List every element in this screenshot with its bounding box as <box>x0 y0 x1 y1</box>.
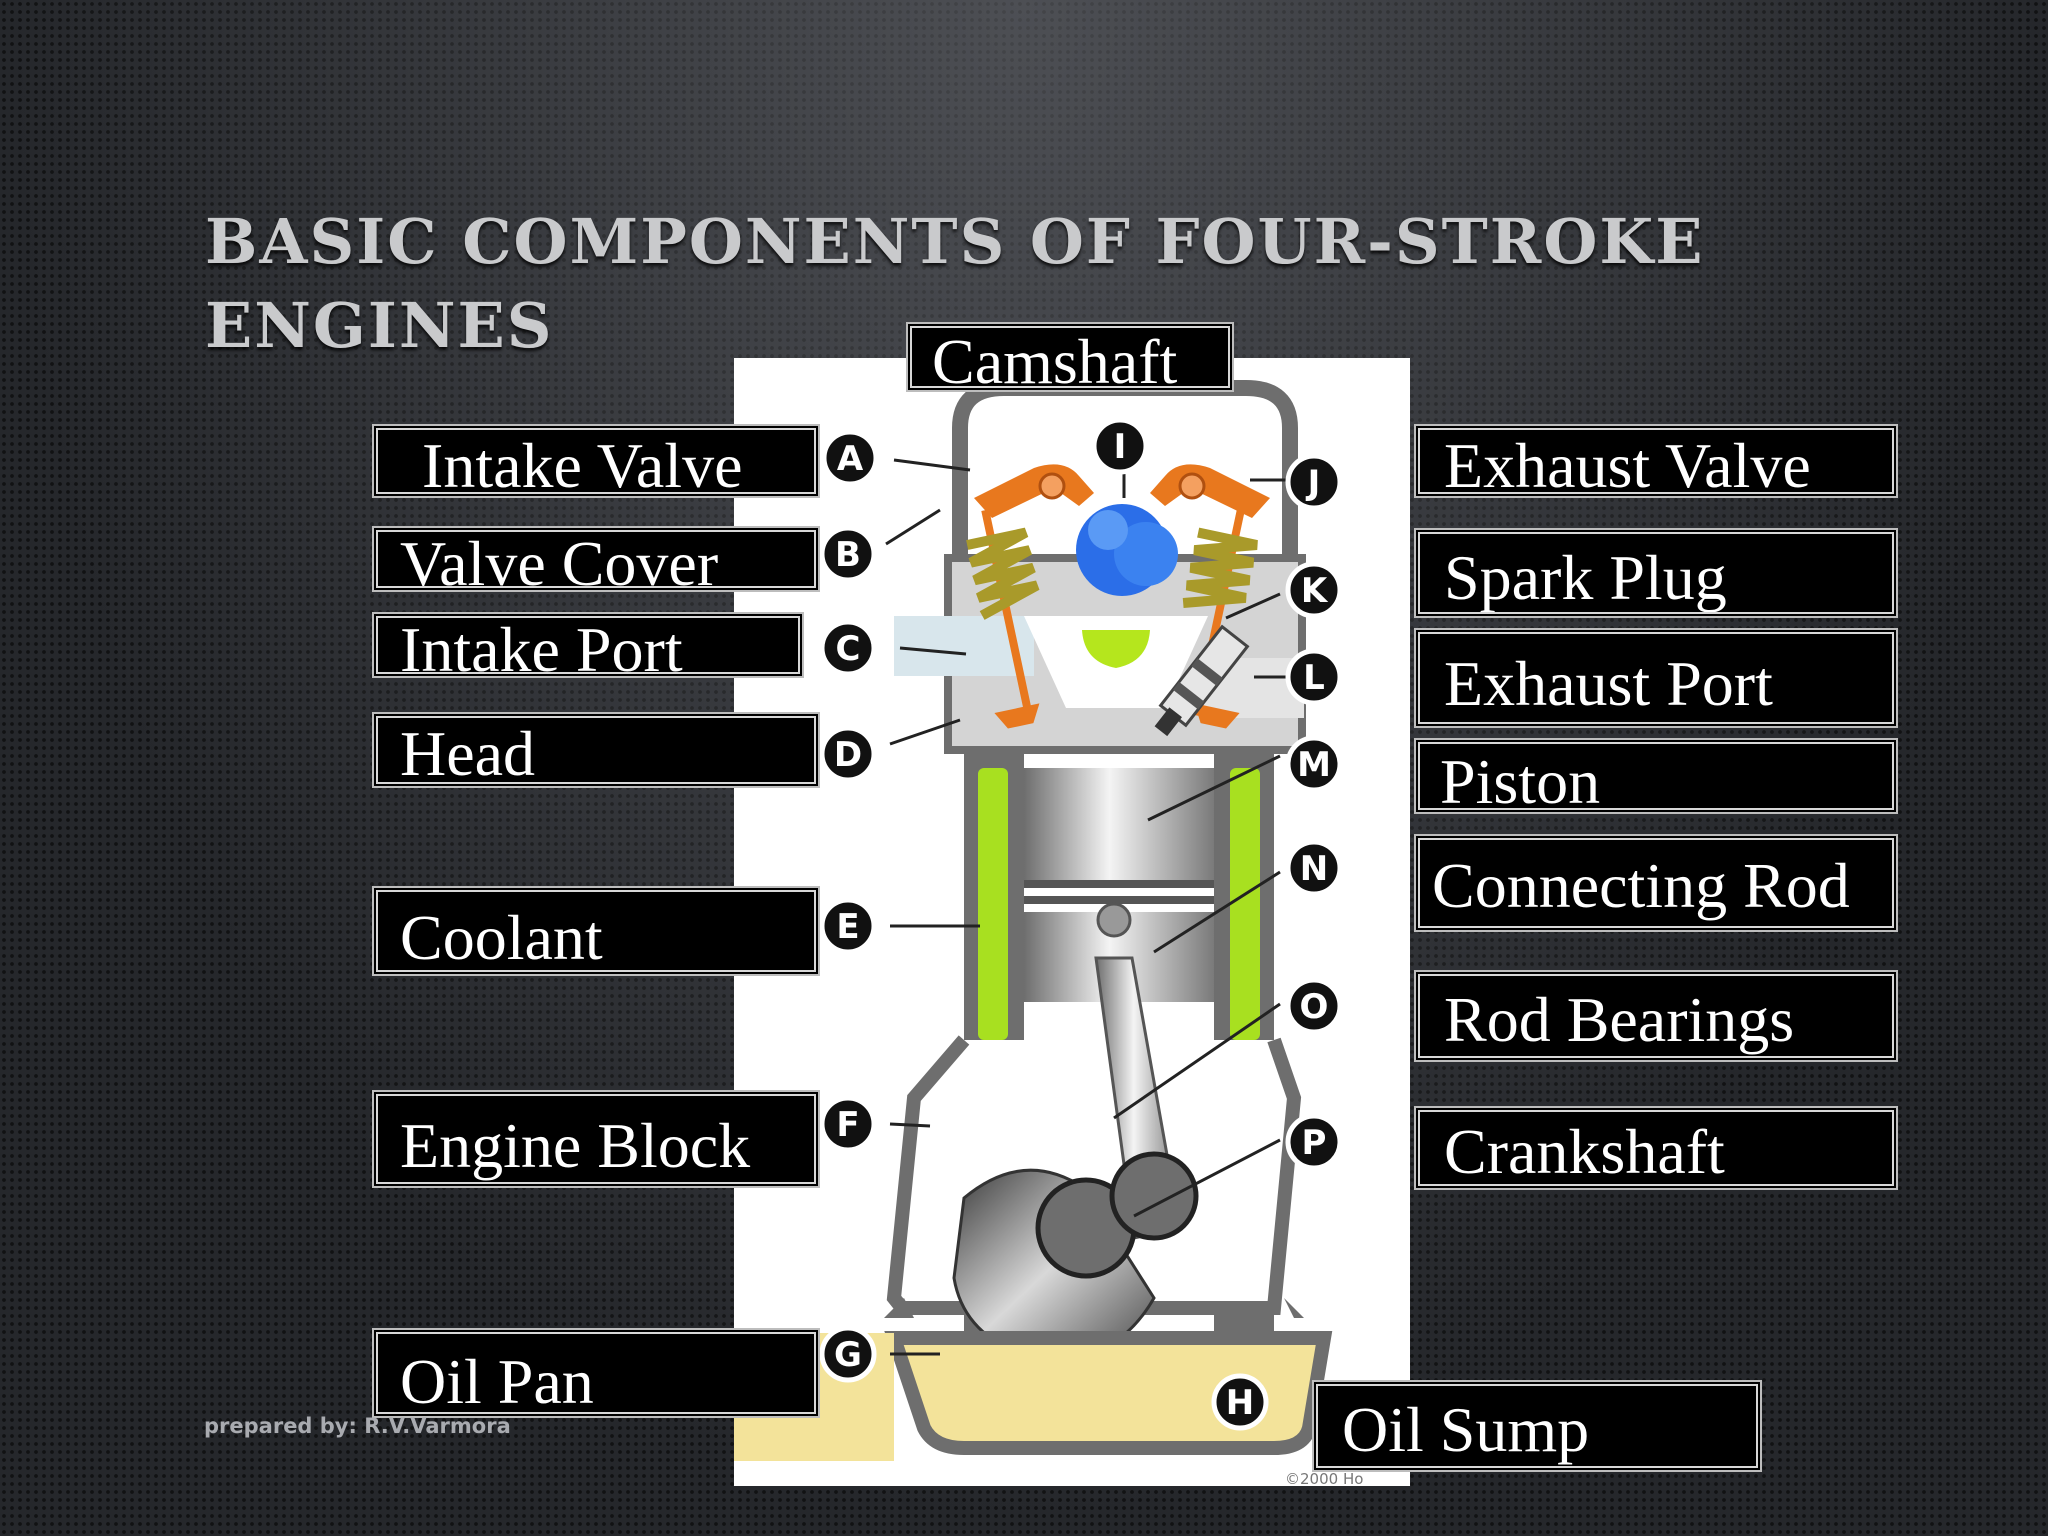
spark-plug-shape <box>1154 624 1250 737</box>
label-camshaft: Camshaft <box>910 326 1230 388</box>
svg-text:K: K <box>1301 571 1329 611</box>
svg-text:G: G <box>834 1335 862 1375</box>
marker-g: G <box>819 1325 877 1383</box>
marker-f: F <box>819 1095 877 1153</box>
label-crankshaft: Crankshaft <box>1418 1110 1894 1186</box>
label-oil-pan: Oil Pan <box>376 1332 816 1414</box>
intake-rocker-arm <box>974 464 1094 518</box>
label-coolant: Coolant <box>376 890 816 972</box>
svg-text:E: E <box>836 907 859 947</box>
leader-lines <box>885 440 1288 1356</box>
label-exhaust-valve: Exhaust Valve <box>1418 428 1894 494</box>
copyright-text: ©2000 Ho <box>1285 1470 1364 1488</box>
marker-h: H <box>1211 1373 1269 1431</box>
label-piston: Piston <box>1418 742 1894 810</box>
marker-b: B <box>819 525 877 583</box>
svg-text:O: O <box>1300 987 1329 1027</box>
valve-cover-shape <box>952 380 1298 558</box>
marker-n: N <box>1285 839 1343 897</box>
engine-cutaway-diagram: A B C D E F G H I J K L M N O P <box>734 358 1410 1486</box>
label-rod-bearings: Rod Bearings <box>1418 974 1894 1058</box>
label-oil-sump: Oil Sump <box>1316 1384 1758 1468</box>
label-engine-block: Engine Block <box>376 1094 816 1184</box>
svg-text:L: L <box>1303 658 1325 698</box>
marker-c: C <box>819 619 877 677</box>
right-coolant-jacket <box>1230 768 1260 1040</box>
svg-text:J: J <box>1306 463 1321 503</box>
svg-text:C: C <box>836 629 861 669</box>
exhaust-rocker-arm <box>1150 464 1270 518</box>
marker-e: E <box>819 897 877 955</box>
label-exhaust-port: Exhaust Port <box>1418 632 1894 724</box>
marker-a: A <box>821 429 879 487</box>
label-connecting-rod: Connecting Rod <box>1418 838 1894 928</box>
svg-text:D: D <box>834 735 862 775</box>
footer-credit: prepared by: R.V.Varmora <box>204 1414 511 1438</box>
marker-j: J <box>1285 453 1343 511</box>
marker-m: M <box>1285 735 1343 793</box>
label-head: Head <box>376 716 816 784</box>
intake-valve-shape <box>966 509 1040 729</box>
svg-text:M: M <box>1297 745 1331 785</box>
svg-text:B: B <box>835 535 861 575</box>
marker-o: O <box>1285 977 1343 1035</box>
label-intake-valve: Intake Valve <box>376 428 816 494</box>
label-intake-port: Intake Port <box>376 616 800 674</box>
svg-text:N: N <box>1300 849 1328 889</box>
marker-d: D <box>819 725 877 783</box>
slide-title: BASIC COMPONENTS OF FOUR-STROKE ENGINES <box>205 205 1705 362</box>
svg-text:I: I <box>1114 427 1127 467</box>
crankshaft-shape <box>952 1151 1199 1361</box>
marker-p: P <box>1285 1113 1343 1171</box>
oil-sump-shape <box>884 1331 1333 1455</box>
label-spark-plug: Spark Plug <box>1418 532 1894 614</box>
svg-text:P: P <box>1302 1123 1327 1163</box>
marker-l: L <box>1285 648 1343 706</box>
left-coolant-jacket <box>978 768 1008 1040</box>
svg-text:H: H <box>1226 1383 1254 1423</box>
marker-i: I <box>1091 417 1149 475</box>
camshaft-shape <box>1076 504 1178 596</box>
svg-text:F: F <box>836 1105 859 1145</box>
label-valve-cover: Valve Cover <box>376 530 816 588</box>
marker-k: K <box>1285 561 1343 619</box>
svg-text:A: A <box>837 439 864 479</box>
